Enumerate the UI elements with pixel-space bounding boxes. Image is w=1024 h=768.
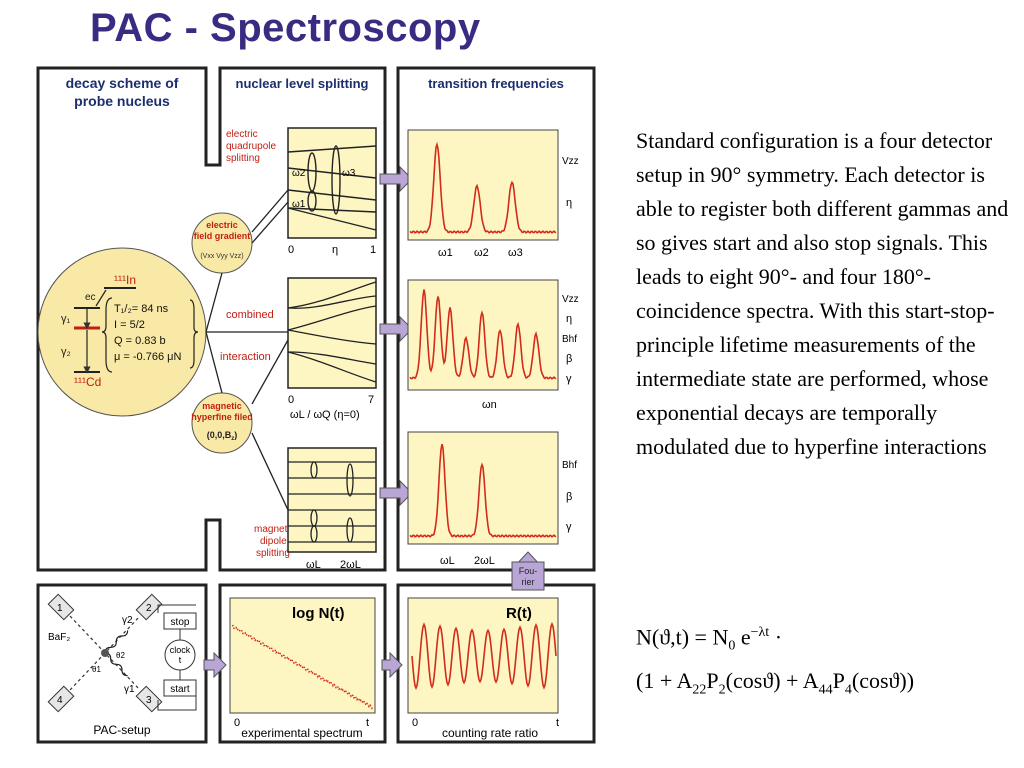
spectrum-magnetic [407,431,559,545]
fourier-box [511,561,545,591]
param-half-life: T₁/₂= 84 ns [114,303,169,315]
detector-1: 1 [57,603,63,614]
theta2: θ2 [116,651,125,660]
interaction-label: interaction [220,351,271,363]
quad-split-2: quadrupole [226,141,276,152]
decay-title-1: decay scheme of [66,75,179,91]
exp-x1: t [366,717,369,729]
spec-quad-t2: ω2 [474,247,489,259]
clock-2: t [179,655,182,665]
ratio-x0: 0 [412,717,418,729]
quad-w2: ω2 [292,168,306,179]
efg-label-2: field gradient [194,231,251,241]
decay-title-2: probe nucleus [74,93,170,109]
spec-quad-t1: ω1 [438,247,453,259]
baf2-label: BaF₂ [48,632,70,643]
spec-mag-t2: 2ωL [474,555,495,567]
detector-4: 4 [57,695,63,706]
param-moment: μ = -0.766 μN [114,351,181,363]
magnetic-level-plot [287,447,377,553]
spec-mag-p1: Bhf [562,460,577,471]
spec-mag-t1: ωL [440,555,455,567]
efg-label-1: electric [206,220,238,230]
theta1: θ1 [92,665,101,674]
pac-setup: 1 2 4 3 BaF₂ γ2 γ1 θ2 θ1 stop clock t st… [47,593,197,737]
quad-split-3: splitting [226,153,260,164]
formula-line-1: N(ϑ,t) = N0 e−λt · [636,624,783,654]
stop-box: stop [171,617,190,628]
detector-2: 2 [146,603,152,614]
parent-nucleus: ¹¹¹In [114,273,136,287]
efg-tensor: (Vxx Vyy Vzz) [200,253,243,260]
gamma1-setup: γ1 [124,684,135,695]
clock-1: clock [170,645,191,655]
exp-decay-curve [231,624,374,710]
spec-comb-p5: γ [566,373,572,385]
combined-xlabel: ωL / ωQ (η=0) [290,409,360,421]
ratio-plot [407,597,559,714]
pac-formula: N(ϑ,t) = N0 e−λt · (1 + A22P2(cosϑ) + A4… [636,616,1021,707]
daughter-nucleus: ¹¹¹Cd [74,375,101,389]
spectrum-magnetic-curve [409,443,557,538]
exp-x0: 0 [234,717,240,729]
fourier-label-1: Fou- [519,566,538,576]
magnetic-xl2: 2ωL [340,559,361,571]
quad-x1: 1 [370,244,376,256]
start-box: start [170,684,190,695]
spec-comb-p2: η [566,313,572,325]
spec-quad-t3: ω3 [508,247,523,259]
ratio-caption: counting rate ratio [442,726,538,740]
quad-x0: 0 [288,244,294,256]
exp-plot [229,597,376,714]
magnetic-xl1: ωL [306,559,321,571]
spec-comb-p4: β [566,353,572,365]
ratio-x1: t [556,717,559,729]
spec-quad-p1: Vzz [562,156,579,167]
combined-label: combined [226,309,274,321]
slide-title: PAC - Spectroscopy [90,6,481,50]
mhf-label-1: magnetic [202,401,242,411]
spec-comb-p1: Vzz [562,294,579,305]
gamma2-label: γ₂ [61,346,71,358]
gamma1-label: γ₁ [61,313,71,325]
mhf-label-2: hyperfine filed [191,412,253,422]
param-spin: I = 5/2 [114,319,145,331]
quad-xlabel: η [332,244,338,256]
ratio-title: R(t) [506,605,532,622]
ec-label: ec [85,292,96,303]
md-split-1: magnetic [254,524,295,535]
md-split-3: splitting [256,548,290,559]
panel-decay-outline [36,66,387,572]
spectrum-quad-curve [409,141,557,234]
combined-x0: 0 [288,394,294,406]
setup-caption: PAC-setup [93,723,150,737]
frequencies-title: transition frequencies [428,76,564,91]
spec-comb-t1: ωn [482,399,497,411]
spectrum-combined [407,279,559,391]
spec-comb-p3: Bhf [562,334,577,345]
formula-line-2: (1 + A22P2(cosϑ) + A44P4(cosϑ)) [636,667,915,698]
spec-quad-p2: η [566,197,572,209]
exp-caption: experimental spectrum [241,726,362,740]
quad-w3: ω3 [342,168,356,179]
quad-split-1: electric [226,129,258,140]
panel-frequencies-outline [396,66,596,572]
splitting-title: nuclear level splitting [236,76,369,91]
md-split-2: dipole [260,536,287,547]
branch-lines [205,189,289,511]
spectrum-combined-curve [409,289,557,380]
combined-x1: 7 [368,394,374,406]
detector-3: 3 [146,695,152,706]
mhf-vector: (0,0,Bz) [207,430,238,442]
param-quadrupole: Q = 0.83 b [114,335,166,347]
ratio-curve [411,621,557,691]
pac-diagram: decay scheme of probe nucleus nuclear le… [36,66,596,744]
gamma2-setup: γ2 [122,615,133,626]
quad-w1: ω1 [292,199,306,210]
spec-mag-p3: γ [566,521,572,533]
slide-description: Standard configuration is a four detecto… [636,128,1009,459]
fourier-label-2: rier [522,577,535,587]
exp-title: log N(t) [292,605,344,622]
spec-mag-p2: β [566,491,572,503]
